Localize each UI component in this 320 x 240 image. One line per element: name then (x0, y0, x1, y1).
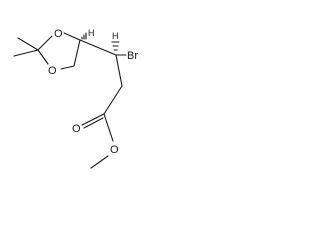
hashed-wedge-ring-h (81, 32, 87, 40)
chain-bond-1 (115, 54, 123, 87)
ring-oxygen-top-label: O (54, 28, 63, 40)
ring-bond-c4-c5 (73, 39, 81, 67)
bromine-label: Br (127, 50, 138, 62)
stereo-h-chain-label: H (112, 31, 119, 41)
methyl-bond-lower (13, 49, 39, 57)
ring-bond-o1-c4 (63, 32, 81, 41)
ring-oxygen-bottom-label: O (48, 65, 57, 77)
hashed-wedge-chain-h (111, 41, 120, 51)
ring-bond-c2-o1 (37, 35, 53, 51)
ring-bond-o3-c2 (37, 49, 49, 65)
stereo-h-ring-label: H (88, 28, 95, 38)
structure-drawing: O O H H Br O O (13, 28, 138, 169)
carbonyl-oxygen-label: O (72, 123, 81, 135)
chain-bond-2 (103, 85, 123, 115)
ester-oxygen-label: O (110, 144, 119, 156)
bond-o-methyl (90, 155, 109, 169)
bond-c-ester-o (103, 113, 114, 142)
ring-bond-c5-o3 (60, 65, 75, 70)
bond-ring-to-chbr (79, 39, 117, 56)
molecule-canvas: O O H H Br O O (0, 0, 181, 184)
methyl-bond-upper (17, 37, 39, 51)
carbonyl-double-bond (81, 113, 105, 129)
